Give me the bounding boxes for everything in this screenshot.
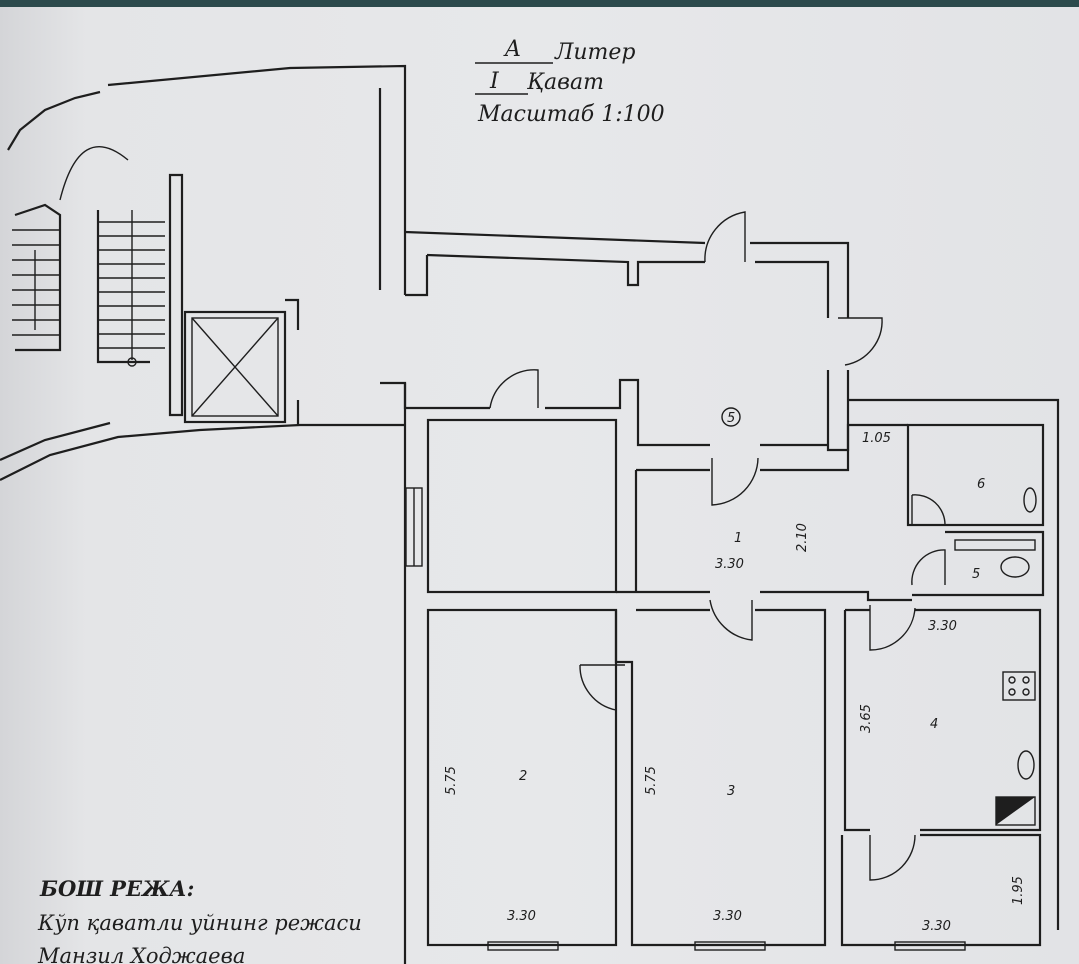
door-room2 xyxy=(579,664,625,711)
dim-195: 1.95 xyxy=(1011,876,1026,905)
door-bottom-right xyxy=(869,834,916,881)
stair-flight-right xyxy=(96,210,150,364)
vent-shaft-frame xyxy=(995,796,1036,826)
title-block: A Литер I Қават Масштаб 1:100 xyxy=(475,37,665,127)
vent-shaft-icon xyxy=(996,797,1035,825)
room5 xyxy=(912,530,1045,597)
floor-value: I xyxy=(489,69,500,94)
room5-label: 5 xyxy=(972,567,980,582)
lower-curved-wall xyxy=(0,423,405,481)
corridor-right-lower xyxy=(826,370,850,452)
door-room4 xyxy=(869,605,916,651)
room2-room3-partition xyxy=(614,610,634,712)
room1-label: 1 xyxy=(734,531,742,546)
door-room3-top xyxy=(709,599,753,641)
room2-label: 2 xyxy=(519,769,527,784)
elevator-inner xyxy=(191,317,279,417)
kitchen-sink-icon xyxy=(1017,750,1035,780)
room6-label: 6 xyxy=(977,477,985,492)
stair-core-wall xyxy=(168,173,184,417)
caption: БОШ РЕЖА: Кўп қаватли уйнинг режаси Манз… xyxy=(37,876,362,964)
elevator-diagonal-2 xyxy=(191,317,279,417)
corridor-marker xyxy=(721,407,741,427)
plan-sheet xyxy=(0,7,1079,964)
caption-line1: Кўп қаватли уйнинг режаси xyxy=(37,911,362,935)
corridor-label: 5 xyxy=(727,411,735,426)
room3 xyxy=(630,608,827,947)
room6 xyxy=(906,423,1045,527)
dim-330-room2: 3.30 xyxy=(507,909,536,924)
corridor-walls xyxy=(380,230,850,452)
caption-line2: Манзил Ходжаева xyxy=(37,944,245,964)
corridor-right-inner xyxy=(755,260,830,318)
dim-365: 3.65 xyxy=(859,704,874,733)
stairwell xyxy=(0,64,407,481)
elevator-shaft xyxy=(183,298,300,425)
top-bar xyxy=(0,0,1079,7)
dim-330-bottom-right: 3.30 xyxy=(922,919,951,934)
room-upper-left xyxy=(426,418,618,594)
corridor-left-step xyxy=(405,255,429,297)
door-corridor-right xyxy=(838,317,883,366)
caption-heading: БОШ РЕЖА: xyxy=(39,876,194,901)
door-room5 xyxy=(911,549,946,586)
dim-575-room2: 5.75 xyxy=(444,766,459,795)
scale-label: Масштаб 1:100 xyxy=(477,102,665,127)
stair-flight-left xyxy=(14,203,62,352)
stair-outer-wall xyxy=(7,90,101,151)
door-room1-top xyxy=(711,457,759,506)
room4-left-wall xyxy=(843,610,870,832)
corridor-top-wall xyxy=(404,230,850,318)
toilet-icon xyxy=(1000,556,1030,578)
room2 xyxy=(426,608,618,947)
room4-label: 4 xyxy=(930,717,938,732)
room1-bottom-wall xyxy=(616,590,912,602)
stair-top-wall xyxy=(107,64,407,295)
liter-label: Литер xyxy=(554,40,636,65)
stair-arc-arrow xyxy=(59,145,129,201)
room1-top-wall xyxy=(636,423,908,472)
door-room-upper-left xyxy=(489,369,539,409)
rooms xyxy=(403,398,1060,964)
dim-210: 2.10 xyxy=(795,523,810,552)
outer-right-wall xyxy=(848,398,1060,930)
dim-330-room4: 3.30 xyxy=(928,619,957,634)
room4 xyxy=(845,608,1042,832)
dim-575-room3: 5.75 xyxy=(644,766,659,795)
door-swings xyxy=(489,211,946,881)
lower-curved-wall-inner xyxy=(0,421,111,462)
corridor-inner-top xyxy=(426,253,705,287)
dim-330-room1: 3.30 xyxy=(715,557,744,572)
stair-start-dot xyxy=(127,357,137,367)
dim-105: 1.05 xyxy=(862,431,891,446)
stove-icon xyxy=(1002,671,1036,701)
elevator-outer xyxy=(183,310,287,424)
room3-label: 3 xyxy=(727,784,735,799)
elevator-side-wall xyxy=(285,298,300,425)
room-labels: 5 1 2 3 4 5 6 xyxy=(519,407,985,799)
dimension-labels: 1.05 2.10 3.30 3.30 5.75 5.75 3.65 1.95 … xyxy=(444,431,1026,934)
room-bottom-right xyxy=(840,833,1042,947)
dim-330-room3: 3.30 xyxy=(713,909,742,924)
liter-value: A xyxy=(503,37,521,62)
room5-bath xyxy=(954,539,1036,551)
bottom-windows xyxy=(487,941,966,951)
door-corridor-top xyxy=(704,211,746,263)
floor-label: Қават xyxy=(526,70,604,95)
sink-icon xyxy=(1023,487,1037,513)
stair-treads xyxy=(12,221,165,349)
door-room6 xyxy=(911,494,946,526)
corridor-bottom-wall xyxy=(380,378,828,447)
